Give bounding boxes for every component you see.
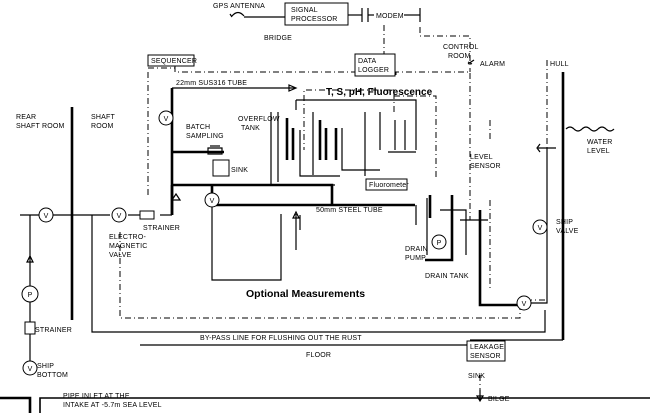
svg-text:V: V (522, 301, 527, 308)
leakage-sensor-label-2: SENSOR (470, 353, 501, 360)
valve-middle: V (204, 192, 220, 208)
bilge-label: BILGE (488, 396, 510, 403)
ship-valve: V (532, 219, 548, 235)
drain-pump: P (431, 234, 447, 250)
ship-bottom-label-1: SHIP (37, 363, 54, 370)
alarm-label: ALARM (480, 61, 505, 68)
data-logger-box (354, 53, 396, 77)
rear-shaft-room-label-2: SHAFT ROOM (16, 123, 65, 130)
strainer-lower-box (24, 321, 36, 335)
svg-text:V: V (164, 116, 169, 123)
bypass-line-label: BY-PASS LINE FOR FLUSHING OUT THE RUST (200, 335, 362, 342)
svg-text:P: P (28, 292, 33, 299)
svg-text:V: V (210, 198, 215, 205)
bridge-label: BRIDGE (264, 35, 292, 42)
water-level-label-2: LEVEL (587, 148, 610, 155)
water-level-label-1: WATER (587, 139, 613, 146)
sequencer-box (147, 54, 195, 67)
sink-upper-label: SINK (231, 167, 248, 174)
optional-measurements-label: Optional Measurements (246, 288, 365, 300)
overflow-tank-label-1: OVERFLOW (238, 116, 280, 123)
pipe-inlet-label-1: PIPE INLET AT THE (63, 393, 130, 400)
level-sensor-label-2: SENSOR (470, 163, 501, 170)
batch-sampling-label-2: SAMPLING (186, 133, 224, 140)
sequencer-label: SEQUENCER (151, 58, 197, 65)
drain-pump-label-2: PUMP (405, 255, 426, 262)
hull-label: HULL (550, 61, 569, 68)
overflow-tank-label-2: TANK (241, 125, 260, 132)
water-surface (565, 126, 615, 132)
control-room-label-2: ROOM (448, 53, 471, 60)
ship-valve-lower: V (516, 295, 532, 311)
valve-electromagnetic: V (111, 207, 127, 223)
electromagnetic-valve-label-3: VALVE (109, 252, 132, 259)
sink-upper-box (212, 159, 230, 177)
strainer-lower-label: STRAINER (35, 327, 72, 334)
fluorometer-label: Fluorometer (369, 182, 409, 189)
signal-processor-label-2: PROCESSOR (291, 16, 338, 23)
svg-text:V: V (44, 213, 49, 220)
svg-text:V: V (117, 213, 122, 220)
valve-rear: V (38, 207, 54, 223)
svg-text:V: V (28, 366, 33, 373)
strainer-upper-label: STRAINER (143, 225, 180, 232)
rear-shaft-room-label-1: REAR (16, 114, 36, 121)
shaft-room-label-1: SHAFT (91, 114, 115, 121)
signal-processor-label-1: SIGNAL (291, 7, 318, 14)
control-room-label-1: CONTROL (443, 44, 479, 51)
ship-valve-label-2: VALVE (556, 228, 579, 235)
data-logger-label-1: DATA (358, 58, 377, 65)
ship-valve-label-1: SHIP (556, 219, 573, 226)
pipe-22mm-label: 22mm SUS316 TUBE (176, 80, 247, 87)
svg-text:P: P (437, 240, 442, 247)
pipe-inlet-label-2: INTAKE AT -5.7m SEA LEVEL (63, 402, 162, 409)
strainer-upper-box (139, 210, 155, 220)
ship-bottom-valve: V (22, 360, 38, 376)
batch-valve: V (158, 110, 174, 126)
fluorometer-box (365, 178, 408, 191)
electromagnetic-valve-label-1: ELECTRO- (109, 234, 146, 241)
drain-tank-label: DRAIN TANK (425, 273, 469, 280)
sink-lower-label: SINK (468, 373, 485, 380)
batch-sampling-label-1: BATCH (186, 124, 210, 131)
signal-processor-box (284, 2, 349, 26)
svg-text:V: V (538, 225, 543, 232)
pipe-50mm-label: 50mm STEEL TUBE (316, 207, 383, 214)
data-logger-label-2: LOGGER (358, 67, 389, 74)
drain-pump-label-1: DRAIN (405, 246, 428, 253)
ship-bottom-label-2: BOTTOM (37, 372, 68, 379)
shaft-room-label-2: ROOM (91, 123, 114, 130)
level-sensor-label-1: LEVEL (470, 154, 493, 161)
tsph-label: T, S, pH, Fluorescence (326, 87, 433, 98)
leakage-sensor-label-1: LEAKAGE (470, 344, 504, 351)
leakage-sensor-box (466, 340, 506, 362)
intake-pump: P (21, 285, 39, 303)
floor-label: FLOOR (306, 352, 331, 359)
electromagnetic-valve-label-2: MAGNETIC (109, 243, 148, 250)
gps-antenna-icon (229, 11, 285, 18)
modem-label: MODEM (376, 13, 404, 20)
gps-antenna-label: GPS ANTENNA (213, 3, 265, 10)
